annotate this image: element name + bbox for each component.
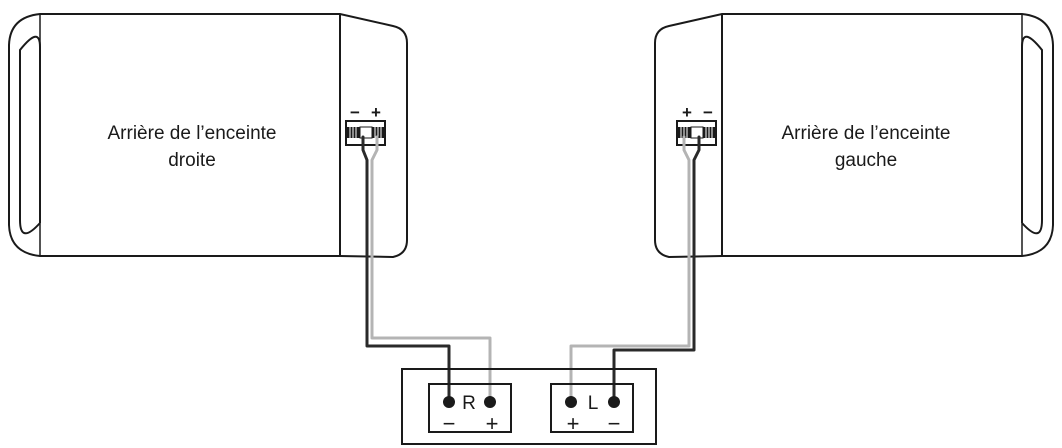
right-channel-minus-terminal <box>443 396 455 408</box>
left-channel-minus-terminal <box>608 396 620 408</box>
speaker-wires <box>361 135 701 402</box>
left-speaker-cabinet <box>654 13 1054 259</box>
left-speaker-terminal-plus-sign: + <box>682 103 692 122</box>
right-channel-plus-sign: + <box>486 411 499 436</box>
right-channel-label: R <box>462 393 476 414</box>
left-speaker-terminal: + − <box>676 103 717 146</box>
right-channel-plus-terminal <box>484 396 496 408</box>
amplifier-left-channel: L + − <box>550 383 634 436</box>
amplifier-right-channel: R − + <box>428 383 512 436</box>
left-plus-wire <box>569 135 691 402</box>
left-speaker-label-line2: gauche <box>835 150 897 171</box>
left-channel-minus-sign: − <box>608 411 621 436</box>
left-speaker-terminal-minus-sign: − <box>703 103 713 122</box>
right-speaker-side-handle <box>19 35 41 235</box>
left-minus-wire <box>612 135 701 402</box>
right-minus-wire <box>361 135 451 402</box>
left-speaker-side-handle <box>1021 35 1043 235</box>
left-channel-plus-sign: + <box>567 411 580 436</box>
right-channel-minus-sign: − <box>443 411 456 436</box>
right-channel-box <box>428 383 512 433</box>
left-speaker-label-line1: Arrière de l’enceinte <box>782 123 951 144</box>
amplifier-panel <box>401 368 657 445</box>
right-speaker-label-line1: Arrière de l’enceinte <box>108 123 277 144</box>
right-speaker: Arrière de l’enceinte droite − + <box>8 13 408 259</box>
left-channel-box <box>550 383 634 433</box>
right-speaker-cabinet <box>8 13 408 259</box>
right-speaker-terminal: − + <box>345 103 386 146</box>
left-speaker: Arrière de l’enceinte gauche + − <box>654 13 1054 259</box>
right-speaker-terminal-minus-sign: − <box>350 103 360 122</box>
left-channel-plus-terminal <box>565 396 577 408</box>
amplifier: R − + L + − <box>401 368 657 445</box>
right-plus-wire <box>370 135 492 402</box>
left-channel-label: L <box>588 393 599 414</box>
right-speaker-label-line2: droite <box>168 150 216 171</box>
right-speaker-terminal-plus-sign: + <box>371 103 381 122</box>
